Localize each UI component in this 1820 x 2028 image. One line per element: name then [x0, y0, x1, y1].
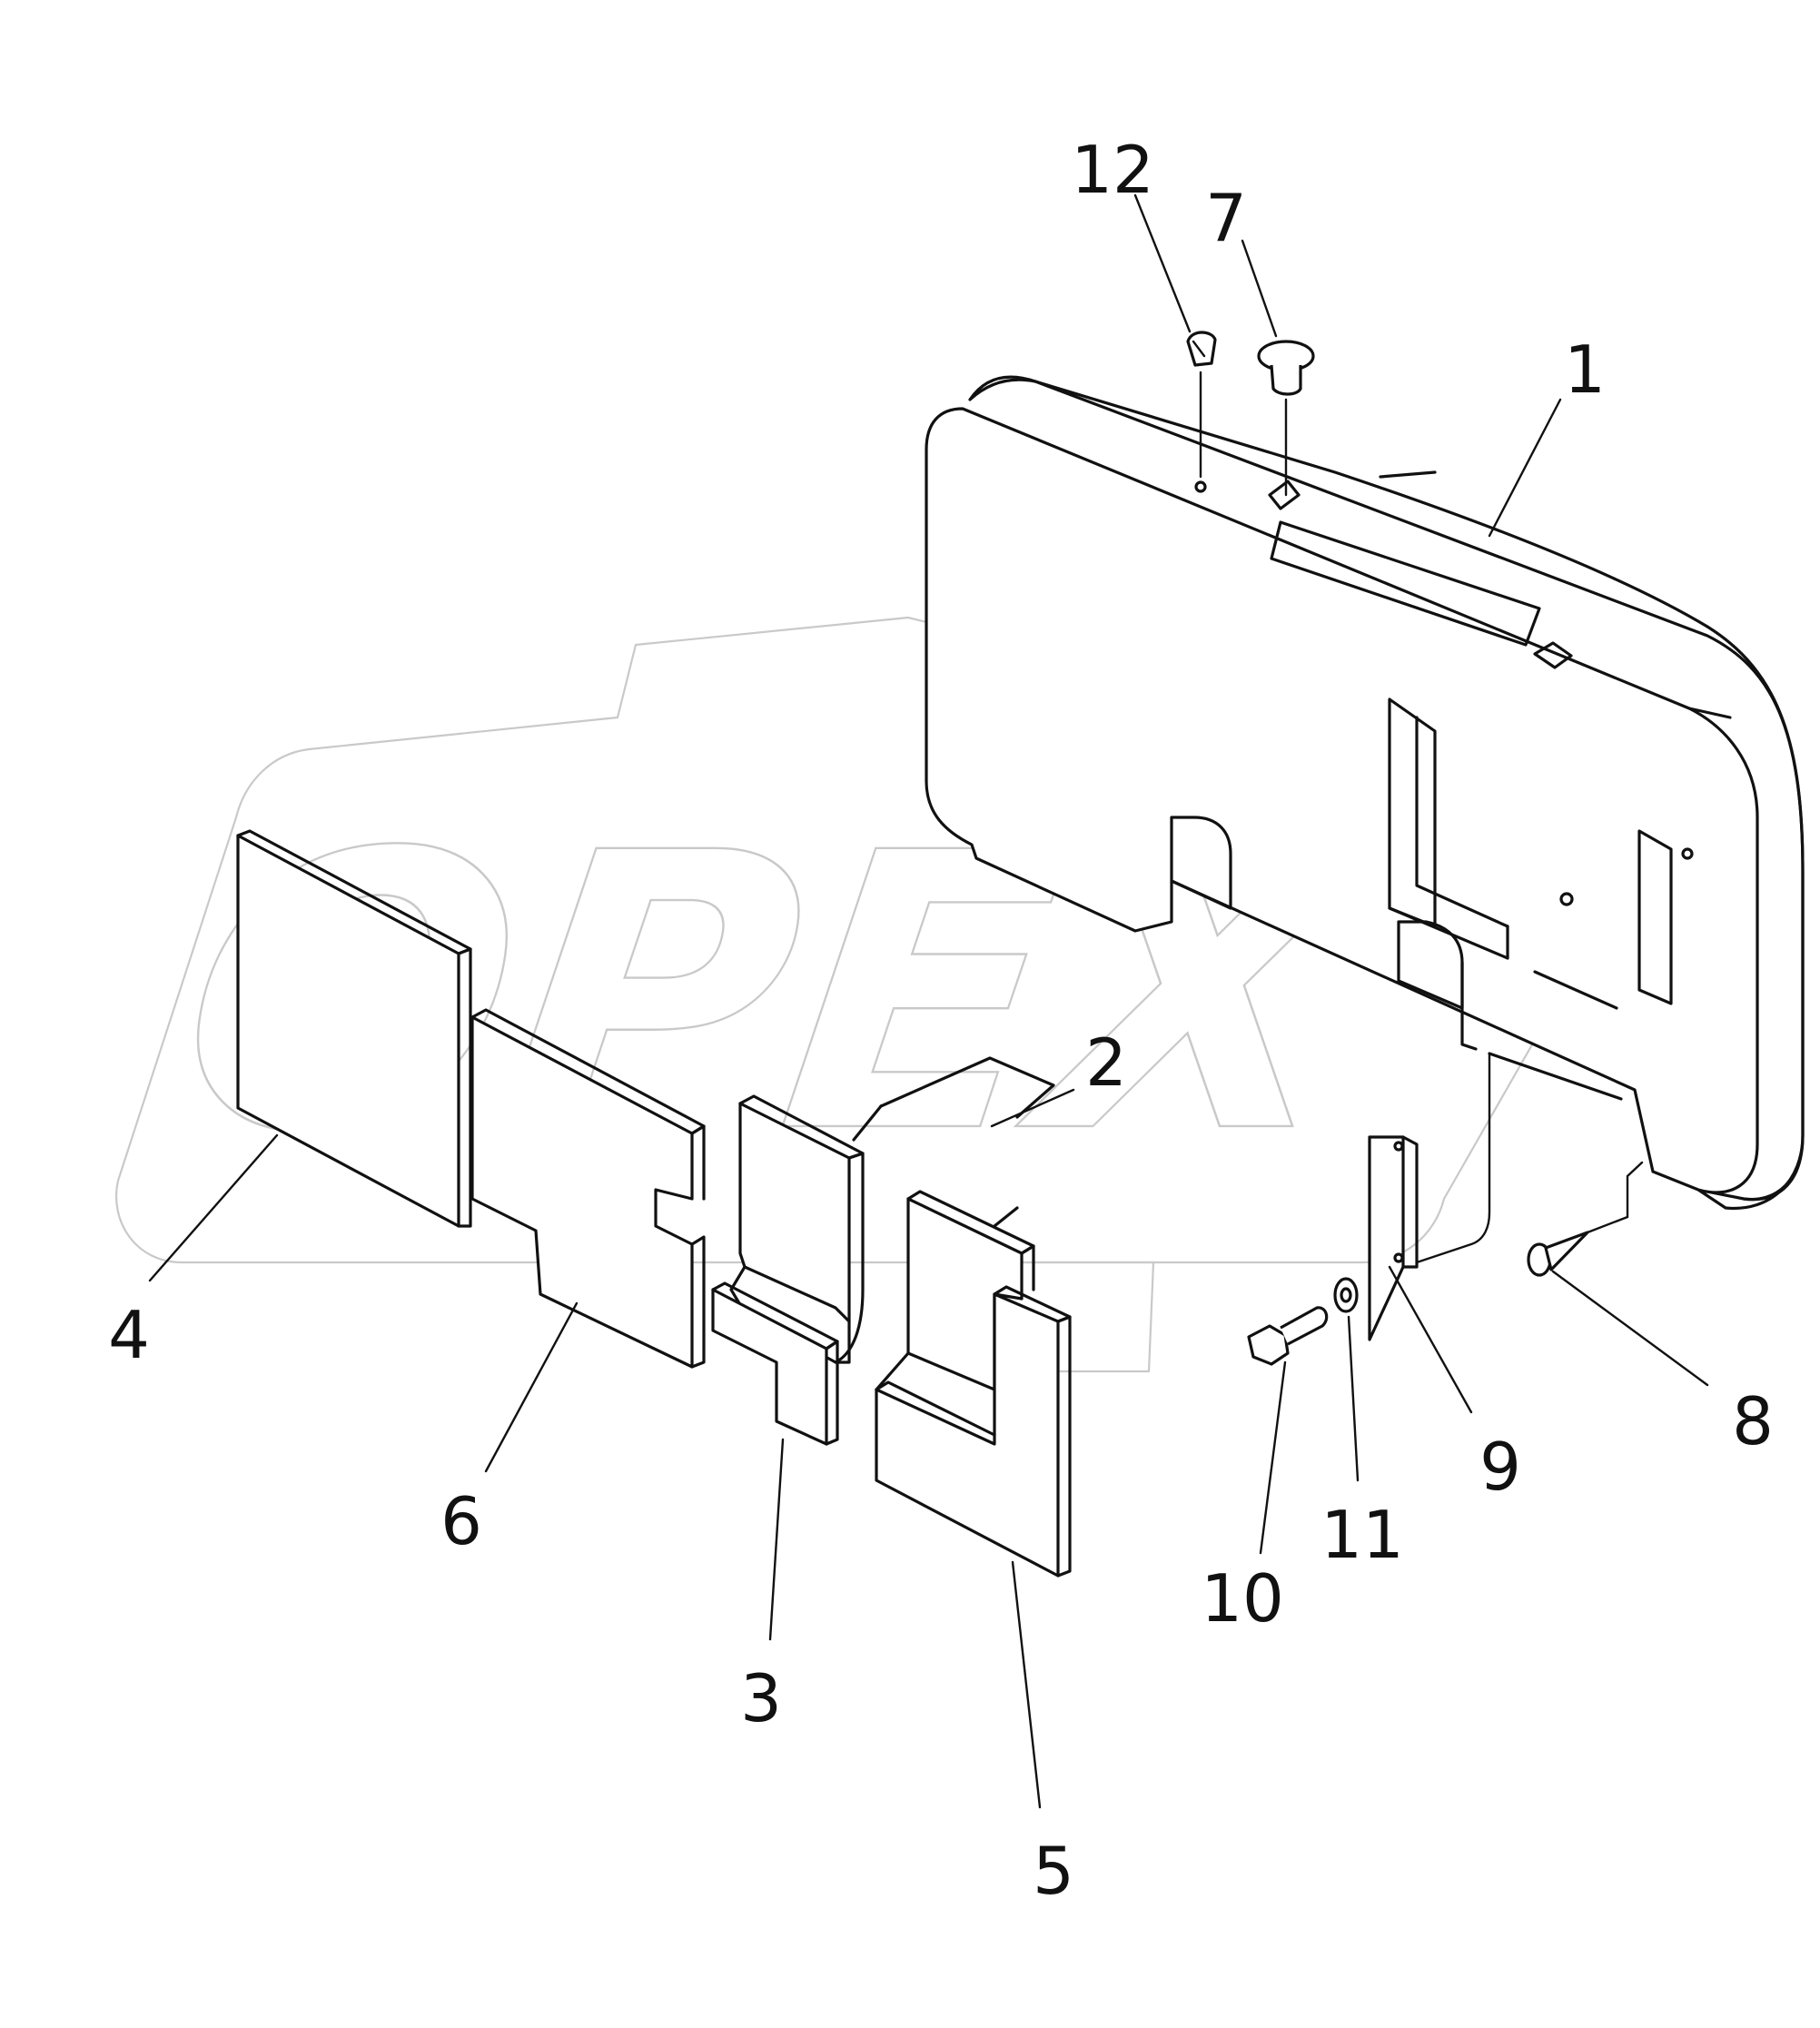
callout-labels: 1 2 3 4 5 6 7 8 9 10 11 12 — [108, 132, 1774, 1909]
part-6-plate — [470, 1008, 706, 1369]
callout-7: 7 — [1205, 180, 1247, 256]
part-10-bolt — [1247, 1306, 1329, 1366]
callout-4: 4 — [108, 1297, 150, 1373]
leader-11 — [1347, 1315, 1360, 1482]
callout-11: 11 — [1320, 1497, 1404, 1573]
callout-3: 3 — [740, 1660, 782, 1736]
callout-6: 6 — [440, 1483, 482, 1559]
part-9-bracket — [1368, 1052, 1491, 1341]
part-12-plug — [1186, 331, 1217, 479]
leader-lines — [148, 193, 1709, 1809]
callout-12: 12 — [1071, 132, 1154, 208]
callout-2: 2 — [1085, 1024, 1127, 1101]
callout-10: 10 — [1201, 1560, 1284, 1637]
leader-9 — [1388, 1265, 1473, 1414]
part-7-cap — [1257, 340, 1315, 497]
callout-9: 9 — [1479, 1429, 1521, 1505]
leader-7 — [1241, 239, 1278, 338]
callout-5: 5 — [1033, 1833, 1074, 1909]
leader-3 — [768, 1438, 785, 1641]
part-1-counterweight-body — [925, 375, 1805, 1211]
leader-1 — [1488, 398, 1562, 538]
part-3-plate — [711, 1281, 839, 1446]
callout-8: 8 — [1732, 1383, 1774, 1459]
leader-12 — [1133, 193, 1192, 333]
leader-6 — [484, 1301, 579, 1473]
leader-4 — [148, 1133, 279, 1282]
part-11-washer — [1333, 1277, 1359, 1313]
hole-8-icon — [1681, 847, 1694, 860]
leader-8 — [1551, 1270, 1709, 1387]
leader-5 — [1011, 1560, 1042, 1809]
hole-12-icon — [1194, 480, 1207, 493]
hole-9-icon — [1559, 892, 1574, 906]
leader-10 — [1259, 1360, 1287, 1555]
part-8-pin — [1527, 1161, 1644, 1277]
part-5-plate — [875, 1190, 1072, 1578]
leader-2 — [990, 1088, 1075, 1128]
part-4-plate — [236, 829, 472, 1228]
callout-1: 1 — [1564, 331, 1606, 408]
